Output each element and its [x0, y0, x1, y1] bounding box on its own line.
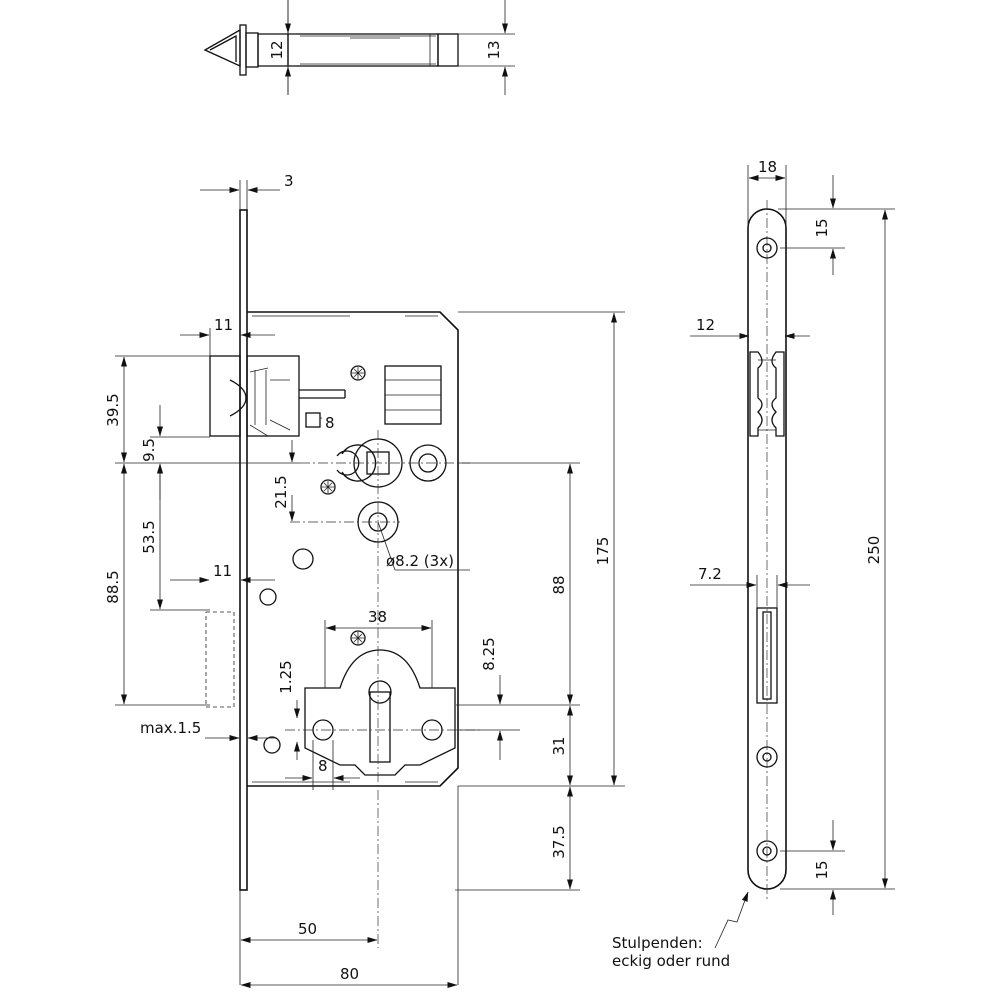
- latch-opening: [749, 351, 763, 437]
- faceplate-strip: [690, 165, 895, 949]
- latch-bolt: [209, 355, 241, 437]
- dim-37-5-label: 37.5: [550, 825, 568, 858]
- strip-hole-bottom: [756, 840, 778, 862]
- dim-9-5-label: 9.5: [140, 438, 158, 462]
- strip-outline: [747, 208, 787, 890]
- top-13-label: 13: [485, 40, 503, 59]
- cylinder-8-label: 8: [318, 757, 328, 775]
- dimensions-main: [115, 180, 625, 988]
- backset-50-label: 50: [298, 920, 317, 938]
- top-view: [203, 0, 515, 95]
- square-8: [305, 412, 321, 428]
- bolt-opening: [756, 607, 778, 704]
- dim-31-label: 31: [550, 736, 568, 755]
- strip-7-2-label: 7.2: [698, 565, 722, 583]
- screw-mid: [320, 479, 336, 495]
- cylinder-cutout: [304, 649, 456, 776]
- hole-diameter-label: ø8.2 (3x): [386, 552, 454, 570]
- screw-cylinder: [350, 630, 366, 646]
- dim-88-label: 88: [550, 575, 568, 594]
- faceplate: [239, 209, 248, 891]
- strip-15-top-label: 15: [813, 218, 831, 237]
- screw-top: [350, 365, 366, 381]
- dim-21-5-label: 21.5: [272, 475, 290, 508]
- bolt-slot: [205, 611, 235, 708]
- strip-15-bottom-label: 15: [813, 860, 831, 879]
- dim-8-25-label: 8.25: [480, 637, 498, 670]
- bolt-11-label: 11: [214, 316, 233, 334]
- dim-53-5-label: 53.5: [140, 520, 158, 553]
- max-1-5-label: max.1.5: [140, 719, 201, 737]
- strip-12-label: 12: [696, 316, 715, 334]
- latch-11-label: 11: [213, 562, 232, 580]
- strip-hole-middle: [756, 746, 778, 768]
- dim-88-5-label: 88.5: [104, 570, 122, 603]
- top-12-label: 12: [268, 40, 286, 59]
- center-lines: [285, 430, 480, 948]
- dim-1-25-label: 1.25: [277, 660, 295, 693]
- dim-39-5-label: 39.5: [104, 393, 122, 426]
- strip-hole-top: [756, 237, 778, 259]
- strip-250-label: 250: [865, 536, 883, 565]
- square-8-label: 8: [325, 414, 335, 432]
- strip-end-note-line1: Stulpenden:: [612, 934, 703, 952]
- width-80-label: 80: [340, 965, 359, 983]
- hole-small-1: [292, 548, 314, 570]
- hole-small-3: [263, 736, 281, 754]
- hole-small-2: [259, 588, 277, 606]
- lock-case: [247, 311, 459, 787]
- faceplate-3-label: 3: [284, 172, 294, 190]
- cylinder-38-label: 38: [368, 608, 387, 626]
- strip-end-note-line2: eckig oder rund: [612, 952, 730, 970]
- lock-body: [205, 209, 459, 891]
- strip-18-label: 18: [758, 158, 777, 176]
- dim-175-label: 175: [594, 537, 612, 566]
